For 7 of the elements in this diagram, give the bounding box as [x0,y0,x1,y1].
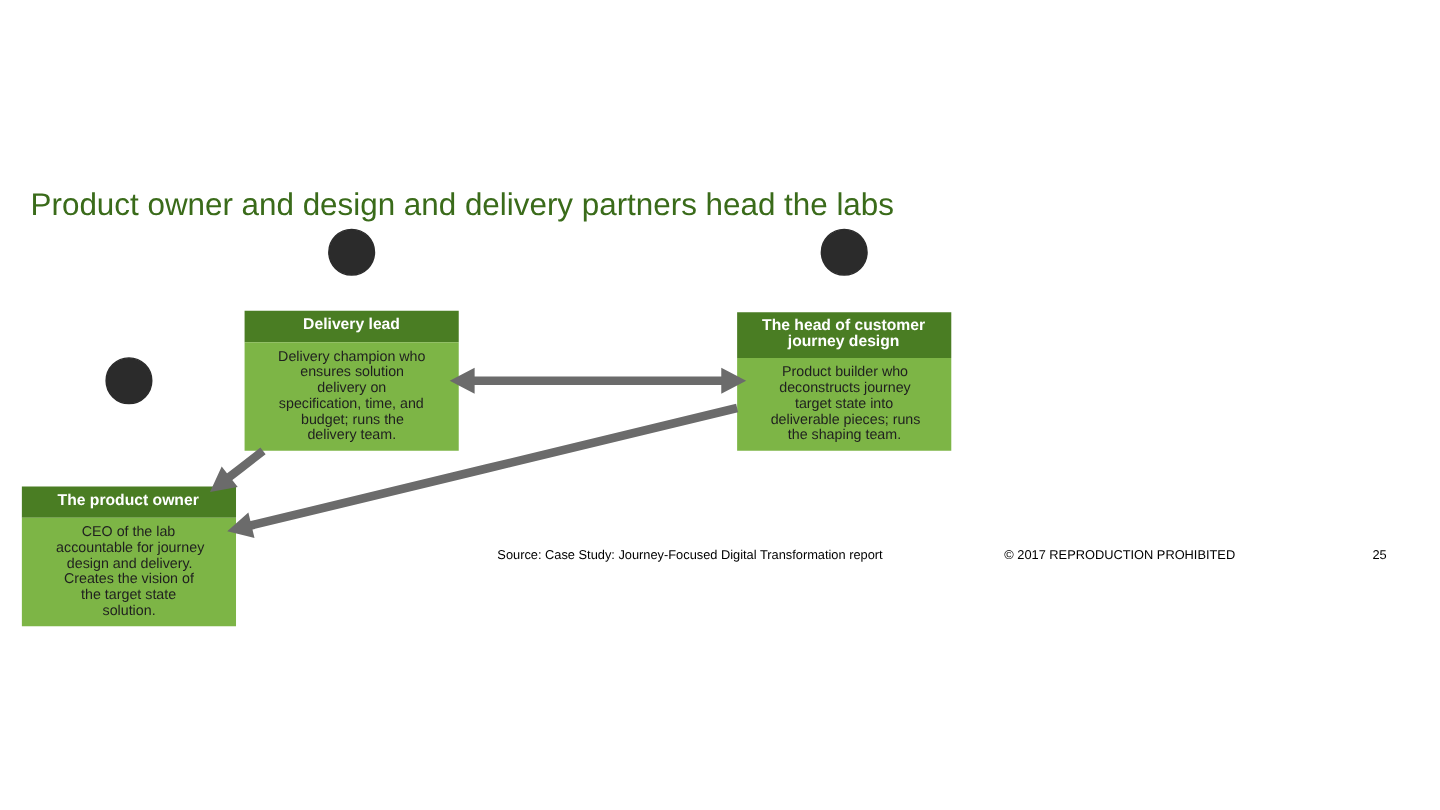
arrow [227,403,739,539]
arrow [210,447,266,493]
arrow [449,367,747,394]
node-person [105,357,153,405]
node-person [820,228,868,276]
diagram-title: Product owner and design and delivery partners head the labs [30,188,894,223]
node-person [328,228,376,276]
